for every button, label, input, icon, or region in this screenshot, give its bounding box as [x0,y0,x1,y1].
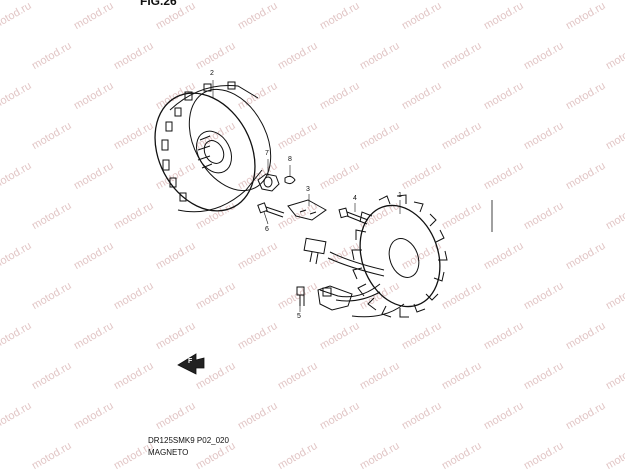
stator-coil [319,194,448,318]
diagram-title: MAGNETO [148,448,189,457]
callout-2: 2 [210,70,214,77]
clamp-bolt [296,286,305,306]
callout-4: 4 [353,195,357,202]
wire-clamp [317,285,353,311]
callout-8: 8 [288,156,292,163]
rotor-nut [257,173,280,192]
callout-6: 6 [265,226,269,233]
front-arrow-icon [177,353,205,375]
flywheel-rotor [154,81,272,213]
callout-5: 5 [297,313,301,320]
pickup-bracket [287,199,327,221]
figure-label: FIG.26 [140,0,177,8]
callout-1: 1 [398,192,402,199]
stator-bolt [338,207,369,225]
callout-7: 7 [265,150,269,157]
woodruff-key [284,175,296,185]
callout-3: 3 [306,186,310,193]
diagram-code: DR125SMK9 P02_020 [148,436,229,445]
front-marker: F [188,358,193,365]
leader-lines [212,80,401,312]
bracket-bolt [257,202,285,218]
lead-connector [303,237,327,265]
